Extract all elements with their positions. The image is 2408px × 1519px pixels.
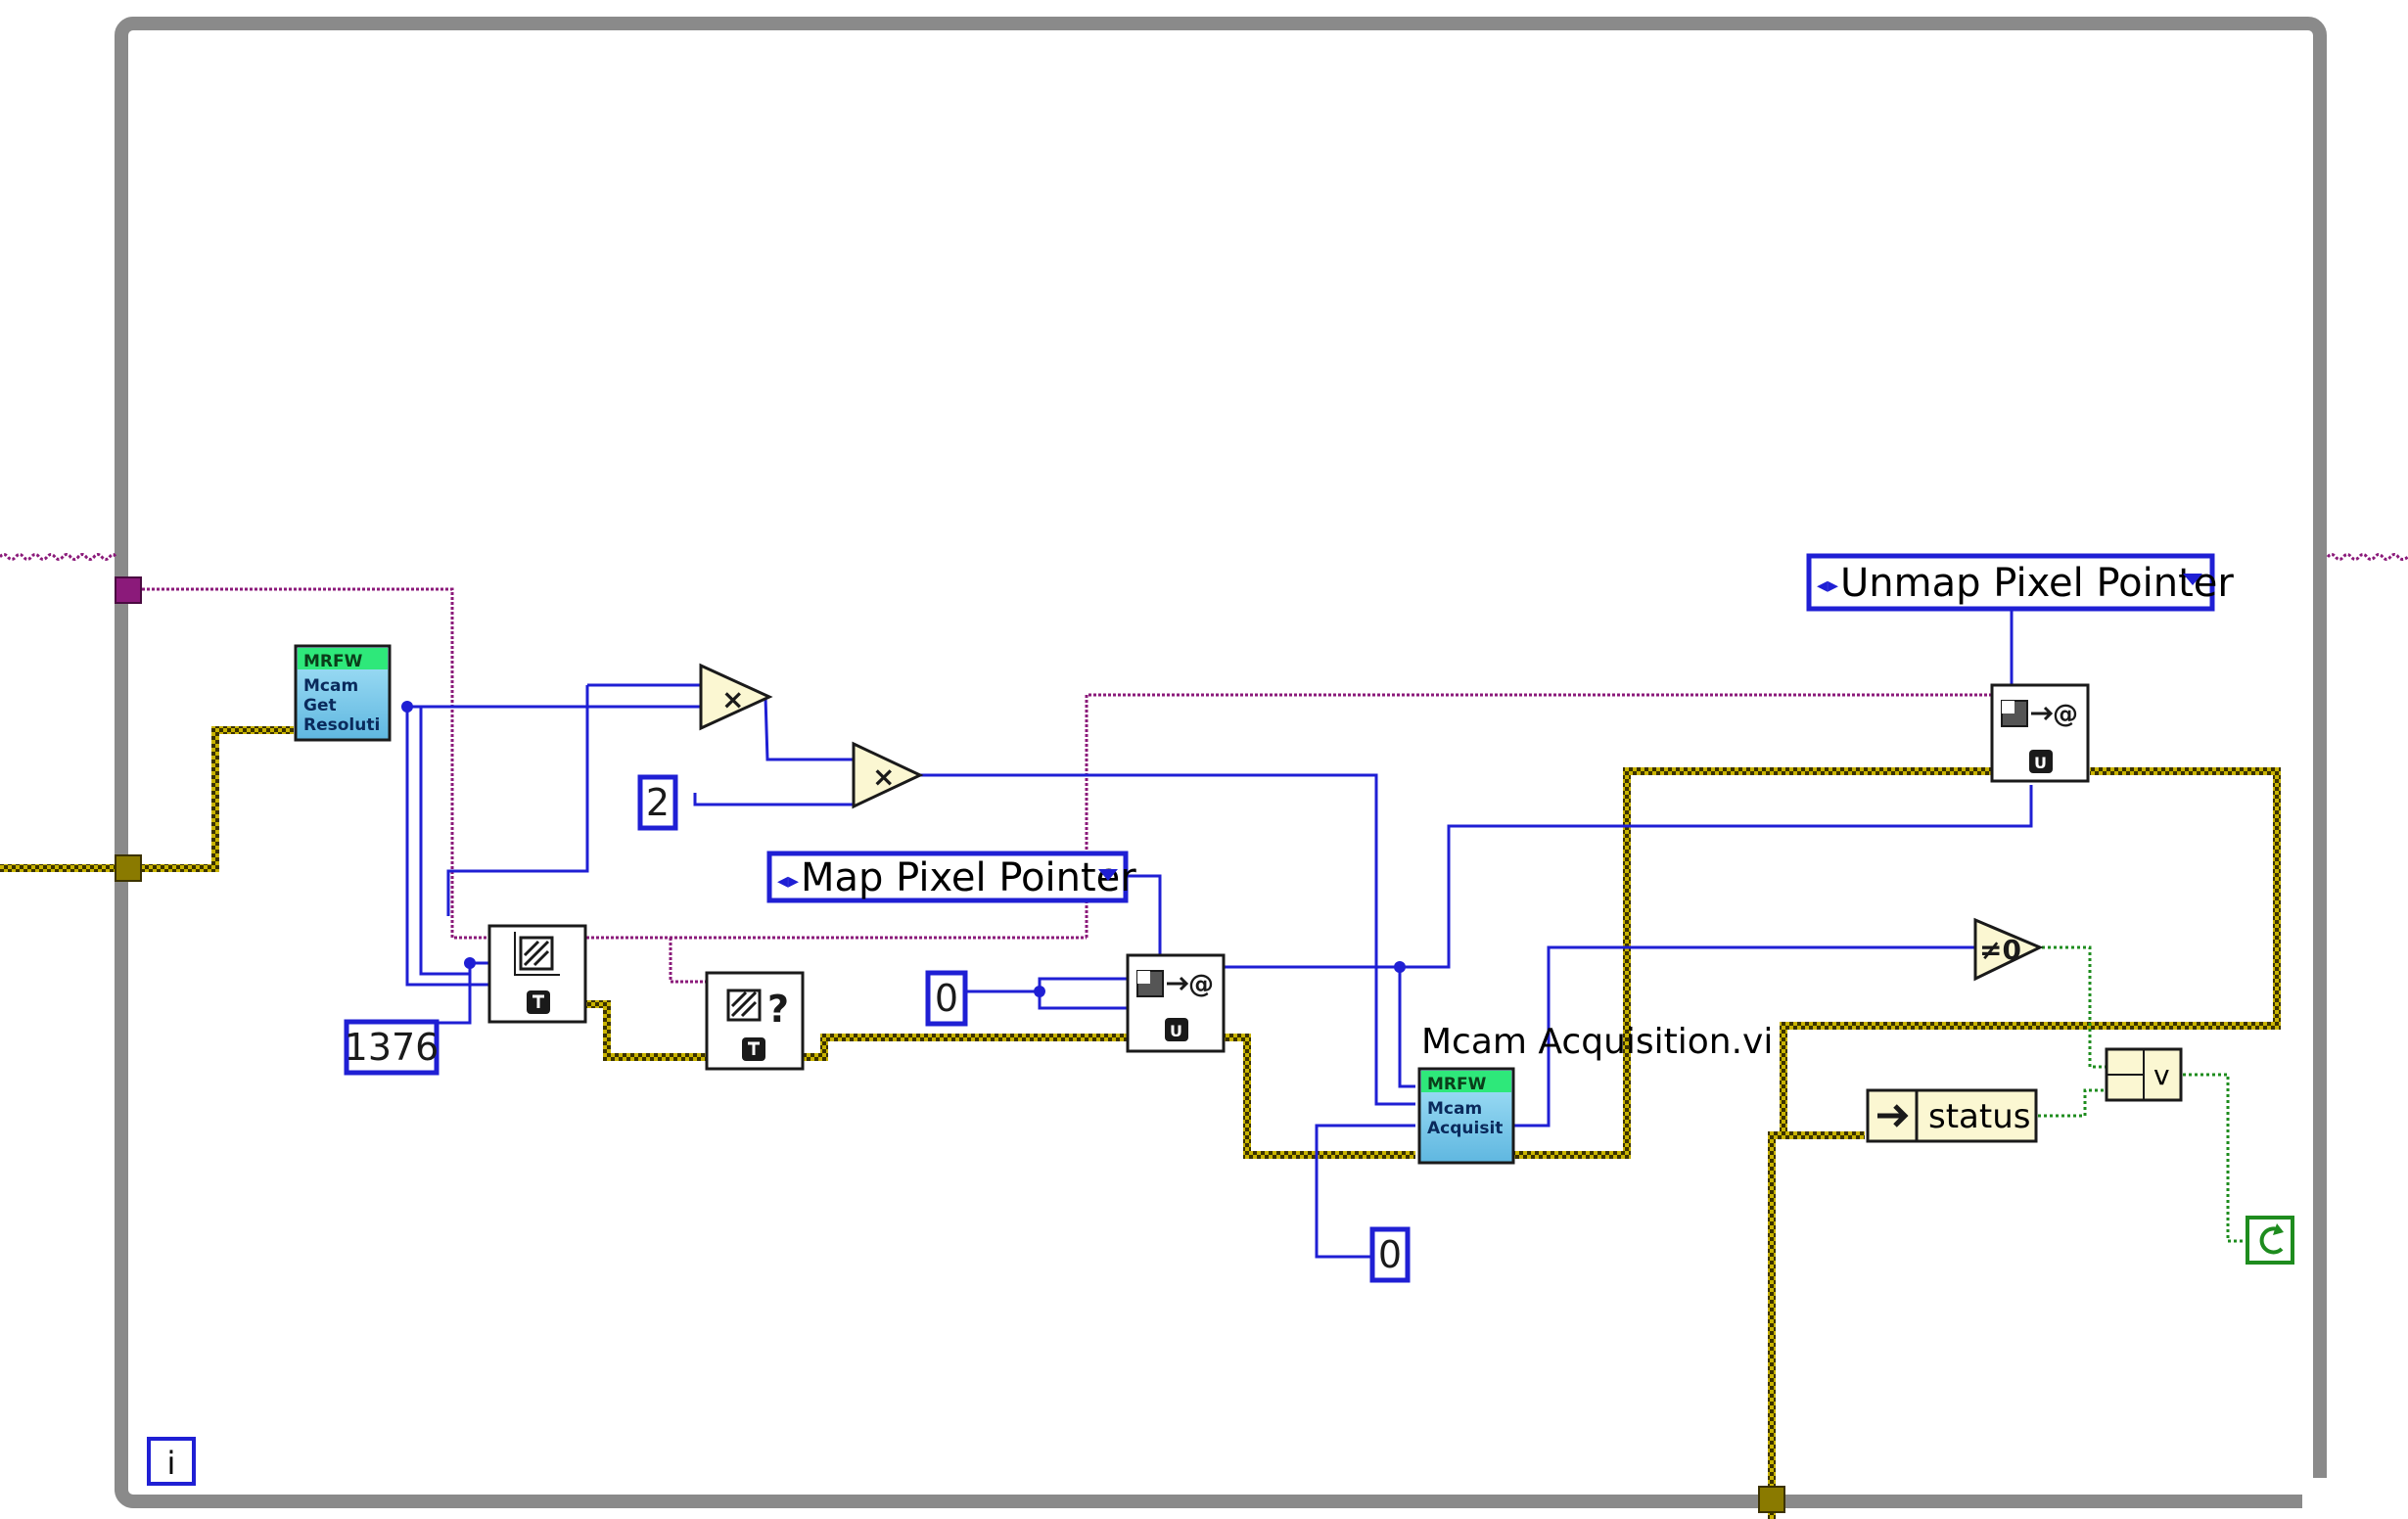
svg-text:status: status — [1928, 1097, 2030, 1136]
svg-text:?: ? — [767, 988, 789, 1031]
svg-text:2: 2 — [646, 781, 670, 824]
multiply-node-1[interactable]: × — [699, 663, 773, 731]
boolean-wires — [2036, 945, 2247, 1243]
subvi-text-line: Mcam — [303, 676, 358, 696]
svg-text:×: × — [721, 683, 744, 715]
svg-text:0: 0 — [1378, 1233, 1402, 1276]
pixel-pointer-map-icon: @ U — [1136, 970, 1214, 1041]
dropdown-arrow-icon — [1098, 869, 1118, 881]
wire-junction — [401, 701, 413, 713]
svg-text:v: v — [2153, 1059, 2170, 1091]
svg-text:1376: 1376 — [345, 1026, 440, 1069]
map-pixel-pointer-ring[interactable]: ◂▸ Map Pixel Pointer — [766, 851, 1136, 903]
svg-text:i: i — [167, 1445, 176, 1482]
subvi-text-line: Mcam — [1427, 1099, 1482, 1119]
subvi-label: Mcam Acquisition.vi — [1421, 1022, 1773, 1062]
imaq-check-node[interactable]: ? — [705, 971, 805, 1071]
ring-arrows-icon: ◂▸ — [777, 869, 799, 894]
imaq-create-node[interactable] — [487, 924, 587, 1024]
while-loop-frame[interactable] — [115, 17, 2327, 1508]
loop-frame-gap — [2302, 1478, 2332, 1511]
compound-or-node[interactable]: v — [2105, 1047, 2183, 1102]
unmap-pointer-node[interactable]: @ U — [1990, 683, 2090, 783]
svg-text:U: U — [1170, 1022, 1182, 1040]
unbundle-status-node[interactable]: status — [1866, 1088, 2038, 1143]
subvi-text-line: Get — [303, 696, 337, 715]
subvi-banner: MRFW — [303, 652, 363, 671]
svg-text:0: 0 — [935, 977, 958, 1020]
error-wires — [0, 726, 2281, 1519]
svg-text:Map Pixel Pointer: Map Pixel Pointer — [801, 855, 1136, 900]
not-equal-zero-node[interactable]: ≠0 — [1973, 917, 2044, 982]
width-constant[interactable]: 1376 — [344, 1019, 440, 1076]
svg-text:×: × — [872, 760, 895, 793]
map-pointer-node[interactable]: @ U — [1126, 953, 1226, 1053]
svg-text:≠0: ≠0 — [1979, 934, 2021, 966]
dropdown-arrow-icon — [2183, 574, 2202, 585]
map-zero-constant[interactable]: 0 — [925, 970, 968, 1027]
pixel-pointer-unmap-icon: @ U — [2001, 700, 2078, 773]
svg-text:@: @ — [2053, 700, 2078, 729]
svg-text:U: U — [2034, 754, 2047, 772]
subvi-text-line: Acquisit — [1427, 1119, 1503, 1138]
mcam-get-resolution-subvi[interactable]: MRFW Mcam Get Resoluti — [294, 644, 392, 742]
imaq-create-icon — [514, 932, 560, 1014]
mcam-acquisition-subvi[interactable]: Mcam Acquisition.vi MRFW Mcam Acquisit — [1417, 1022, 1773, 1165]
multiplier-constant[interactable]: 2 — [637, 774, 678, 831]
wire-junction — [1394, 961, 1406, 973]
subvi-banner: MRFW — [1427, 1075, 1487, 1094]
iteration-terminal[interactable]: i — [147, 1437, 196, 1486]
error-tunnel-left[interactable] — [115, 854, 142, 882]
wire-junction — [1034, 986, 1045, 997]
error-tunnel-bottom[interactable] — [1758, 1486, 1785, 1513]
image-shift-register[interactable] — [115, 576, 142, 604]
multiply-node-2[interactable]: × — [852, 741, 924, 809]
unbundle-arrow-icon — [1877, 1104, 1909, 1128]
ring-arrows-icon: ◂▸ — [1817, 574, 1838, 598]
unmap-pixel-pointer-ring[interactable]: ◂▸ Unmap Pixel Pointer — [1806, 553, 2234, 612]
imaq-check-icon: ? — [726, 988, 789, 1061]
acq-zero-constant[interactable]: 0 — [1369, 1226, 1411, 1283]
svg-text:Unmap Pixel Pointer: Unmap Pixel Pointer — [1840, 561, 2234, 606]
wire-junction — [464, 957, 476, 969]
subvi-text-line: Resoluti — [303, 715, 380, 735]
svg-text:@: @ — [1188, 970, 1214, 999]
loop-condition-terminal[interactable] — [2246, 1216, 2294, 1265]
loop-continue-icon — [2259, 1223, 2284, 1255]
numeric-wires — [405, 609, 2033, 1259]
